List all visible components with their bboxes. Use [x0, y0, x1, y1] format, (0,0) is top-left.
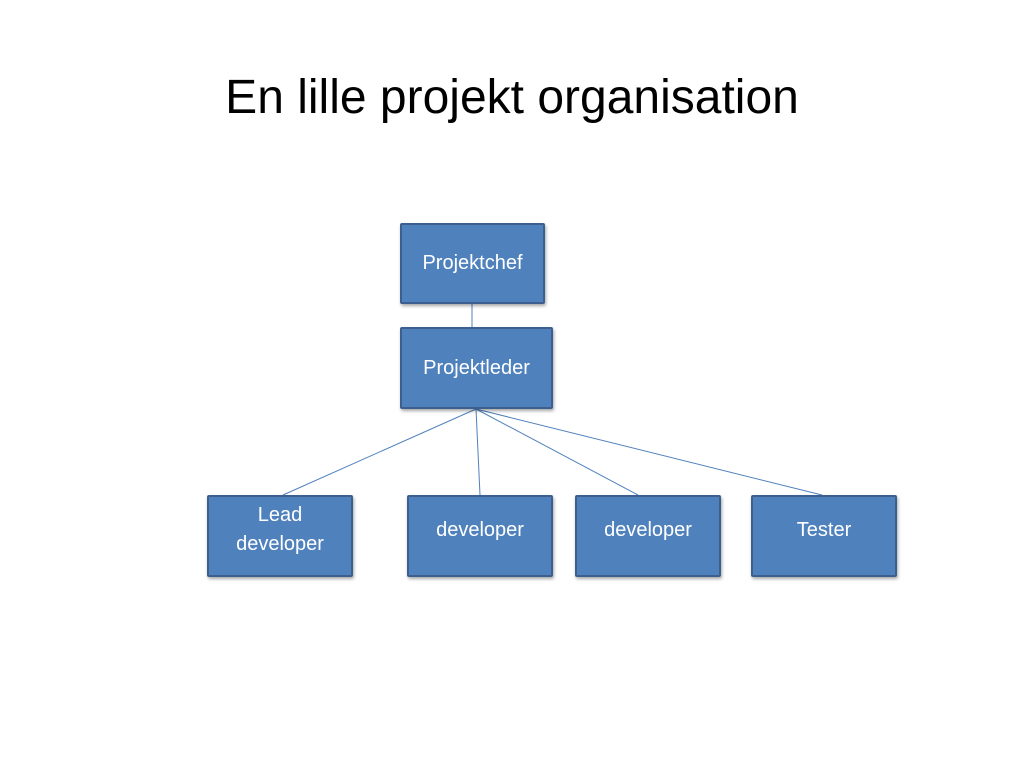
node-label: Projektleder: [423, 356, 530, 379]
node-lead-developer[interactable]: Lead developer: [207, 495, 353, 577]
node-projektleder[interactable]: Projektleder: [400, 327, 553, 409]
node-projektchef[interactable]: Projektchef: [400, 223, 545, 304]
node-developer-2[interactable]: developer: [575, 495, 721, 577]
node-developer-1[interactable]: developer: [407, 495, 553, 577]
node-label: developer: [604, 518, 692, 541]
node-label: Lead developer: [236, 504, 324, 555]
node-label: Projektchef: [422, 252, 523, 274]
connector-projektleder-tester: [475, 408, 823, 496]
slide-title: En lille projekt organisation: [225, 71, 799, 124]
connector-projektleder-developer-1: [475, 408, 481, 496]
connector-projektleder-lead-developer: [282, 408, 477, 496]
node-label: Tester: [796, 518, 852, 541]
node-label: developer: [436, 518, 524, 541]
node-tester[interactable]: Tester: [751, 495, 897, 577]
connector-projektleder-developer-2: [475, 408, 639, 496]
